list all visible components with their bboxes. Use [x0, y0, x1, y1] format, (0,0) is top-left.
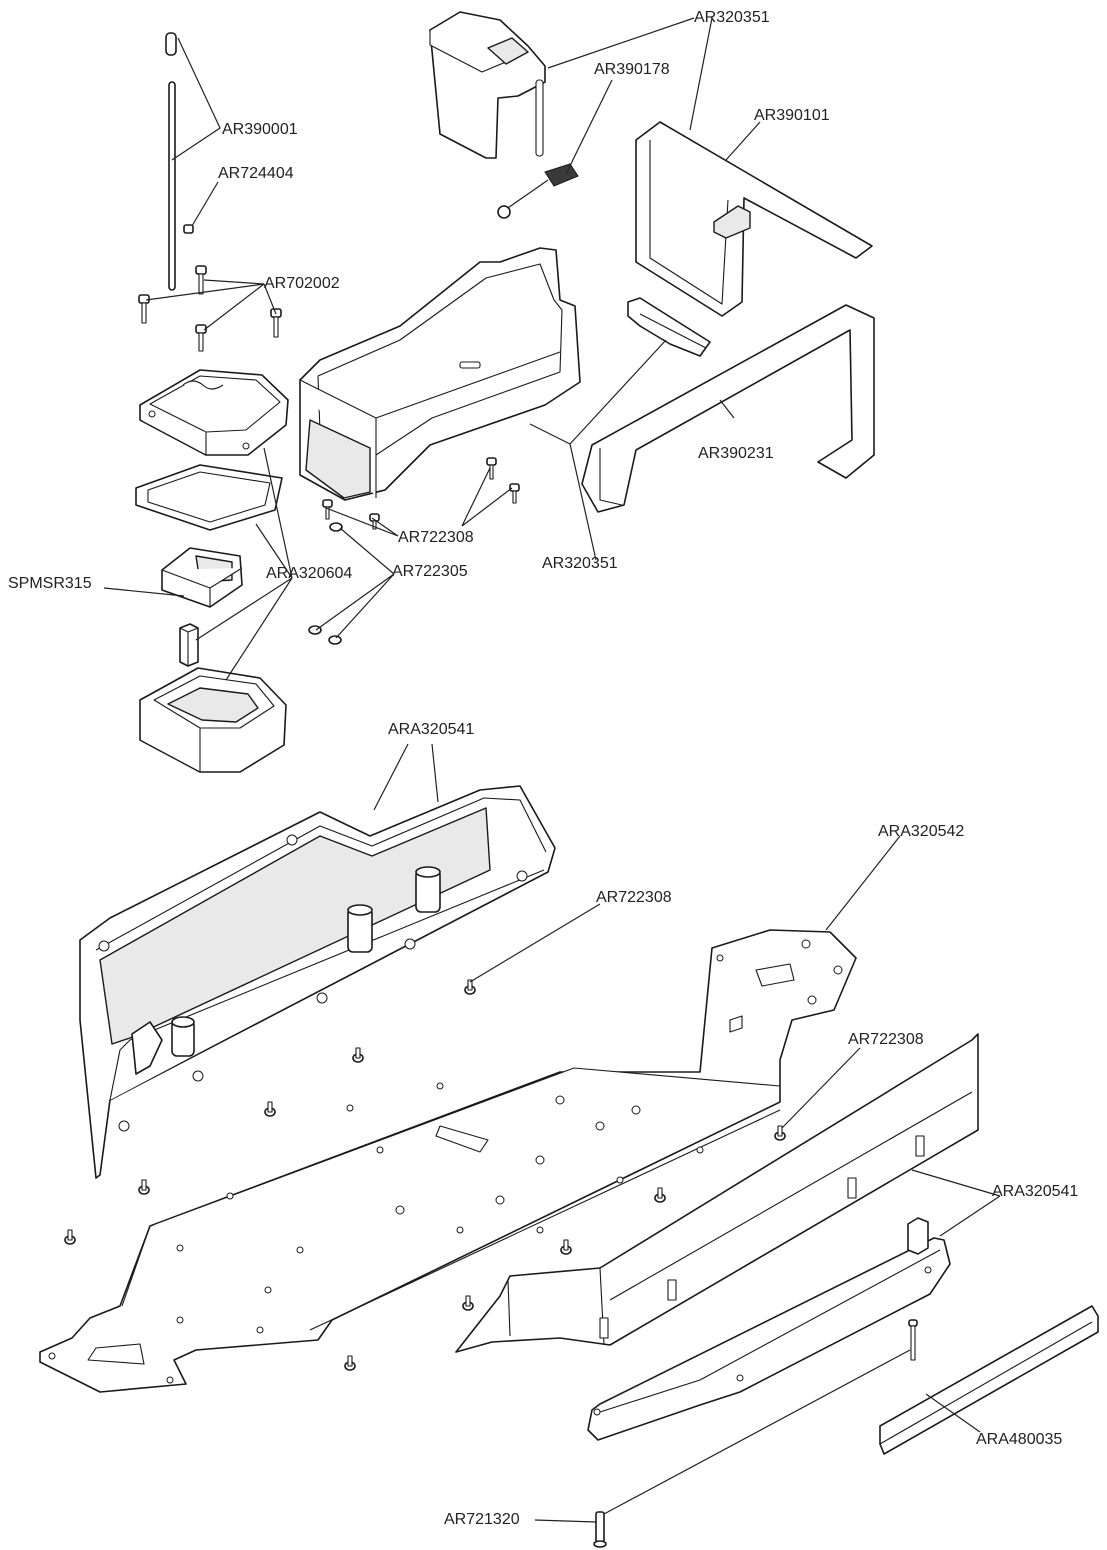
- side-pod-right: [455, 1033, 979, 1353]
- label-ar721320: AR721320: [444, 1511, 520, 1528]
- label-ar320351-top: AR320351: [694, 9, 770, 26]
- foam-strip-ara480035: [879, 1305, 1099, 1455]
- label-ara320541-top: ARA320541: [388, 721, 475, 738]
- label-ar390231: AR390231: [698, 445, 774, 462]
- side-rail: [587, 1217, 951, 1441]
- label-ar722308-right: AR722308: [848, 1031, 924, 1048]
- label-spmsr315: SPMSR315: [8, 575, 92, 592]
- label-ar390101: AR390101: [754, 107, 830, 124]
- label-ara480035: ARA480035: [976, 1431, 1063, 1448]
- battery-strap-clip: [497, 163, 579, 219]
- screws-ar702002: [138, 265, 282, 352]
- label-ara320541-right: ARA320541: [992, 1183, 1079, 1200]
- label-ar702002: AR702002: [264, 275, 340, 292]
- battery-tray: [299, 247, 581, 501]
- chassis-plate: [39, 929, 857, 1393]
- label-ar722305: AR722305: [392, 563, 468, 580]
- side-pod-left: [79, 785, 556, 1179]
- battery-strap-lower: [581, 304, 875, 513]
- label-ar320351-bottom: AR320351: [542, 555, 618, 572]
- battery-strap-upper: [635, 121, 873, 317]
- receiver-box-base: [139, 667, 287, 773]
- label-ar390001: AR390001: [222, 121, 298, 138]
- chassis-screws: [64, 979, 786, 1371]
- tray-screws: [308, 457, 520, 645]
- pin-ar721320: [593, 1319, 918, 1548]
- label-ar724404: AR724404: [218, 165, 294, 182]
- leader-lines: [103, 17, 1001, 1523]
- label-ar722308-upper: AR722308: [398, 529, 474, 546]
- battery-tray-top-cover: [429, 11, 546, 159]
- rod-pin-part: [165, 32, 177, 291]
- receiver-unit: [161, 547, 243, 608]
- label-ara320542: ARA320542: [878, 823, 965, 840]
- gasket: [135, 464, 283, 531]
- foam-block: [179, 623, 199, 667]
- label-ara320604: ARA320604: [266, 565, 353, 582]
- label-ar390178: AR390178: [594, 61, 670, 78]
- nut-part: [183, 224, 194, 234]
- receiver-box-lid: [139, 369, 289, 456]
- battery-hold-down: [627, 297, 711, 357]
- label-ar722308-middle: AR722308: [596, 889, 672, 906]
